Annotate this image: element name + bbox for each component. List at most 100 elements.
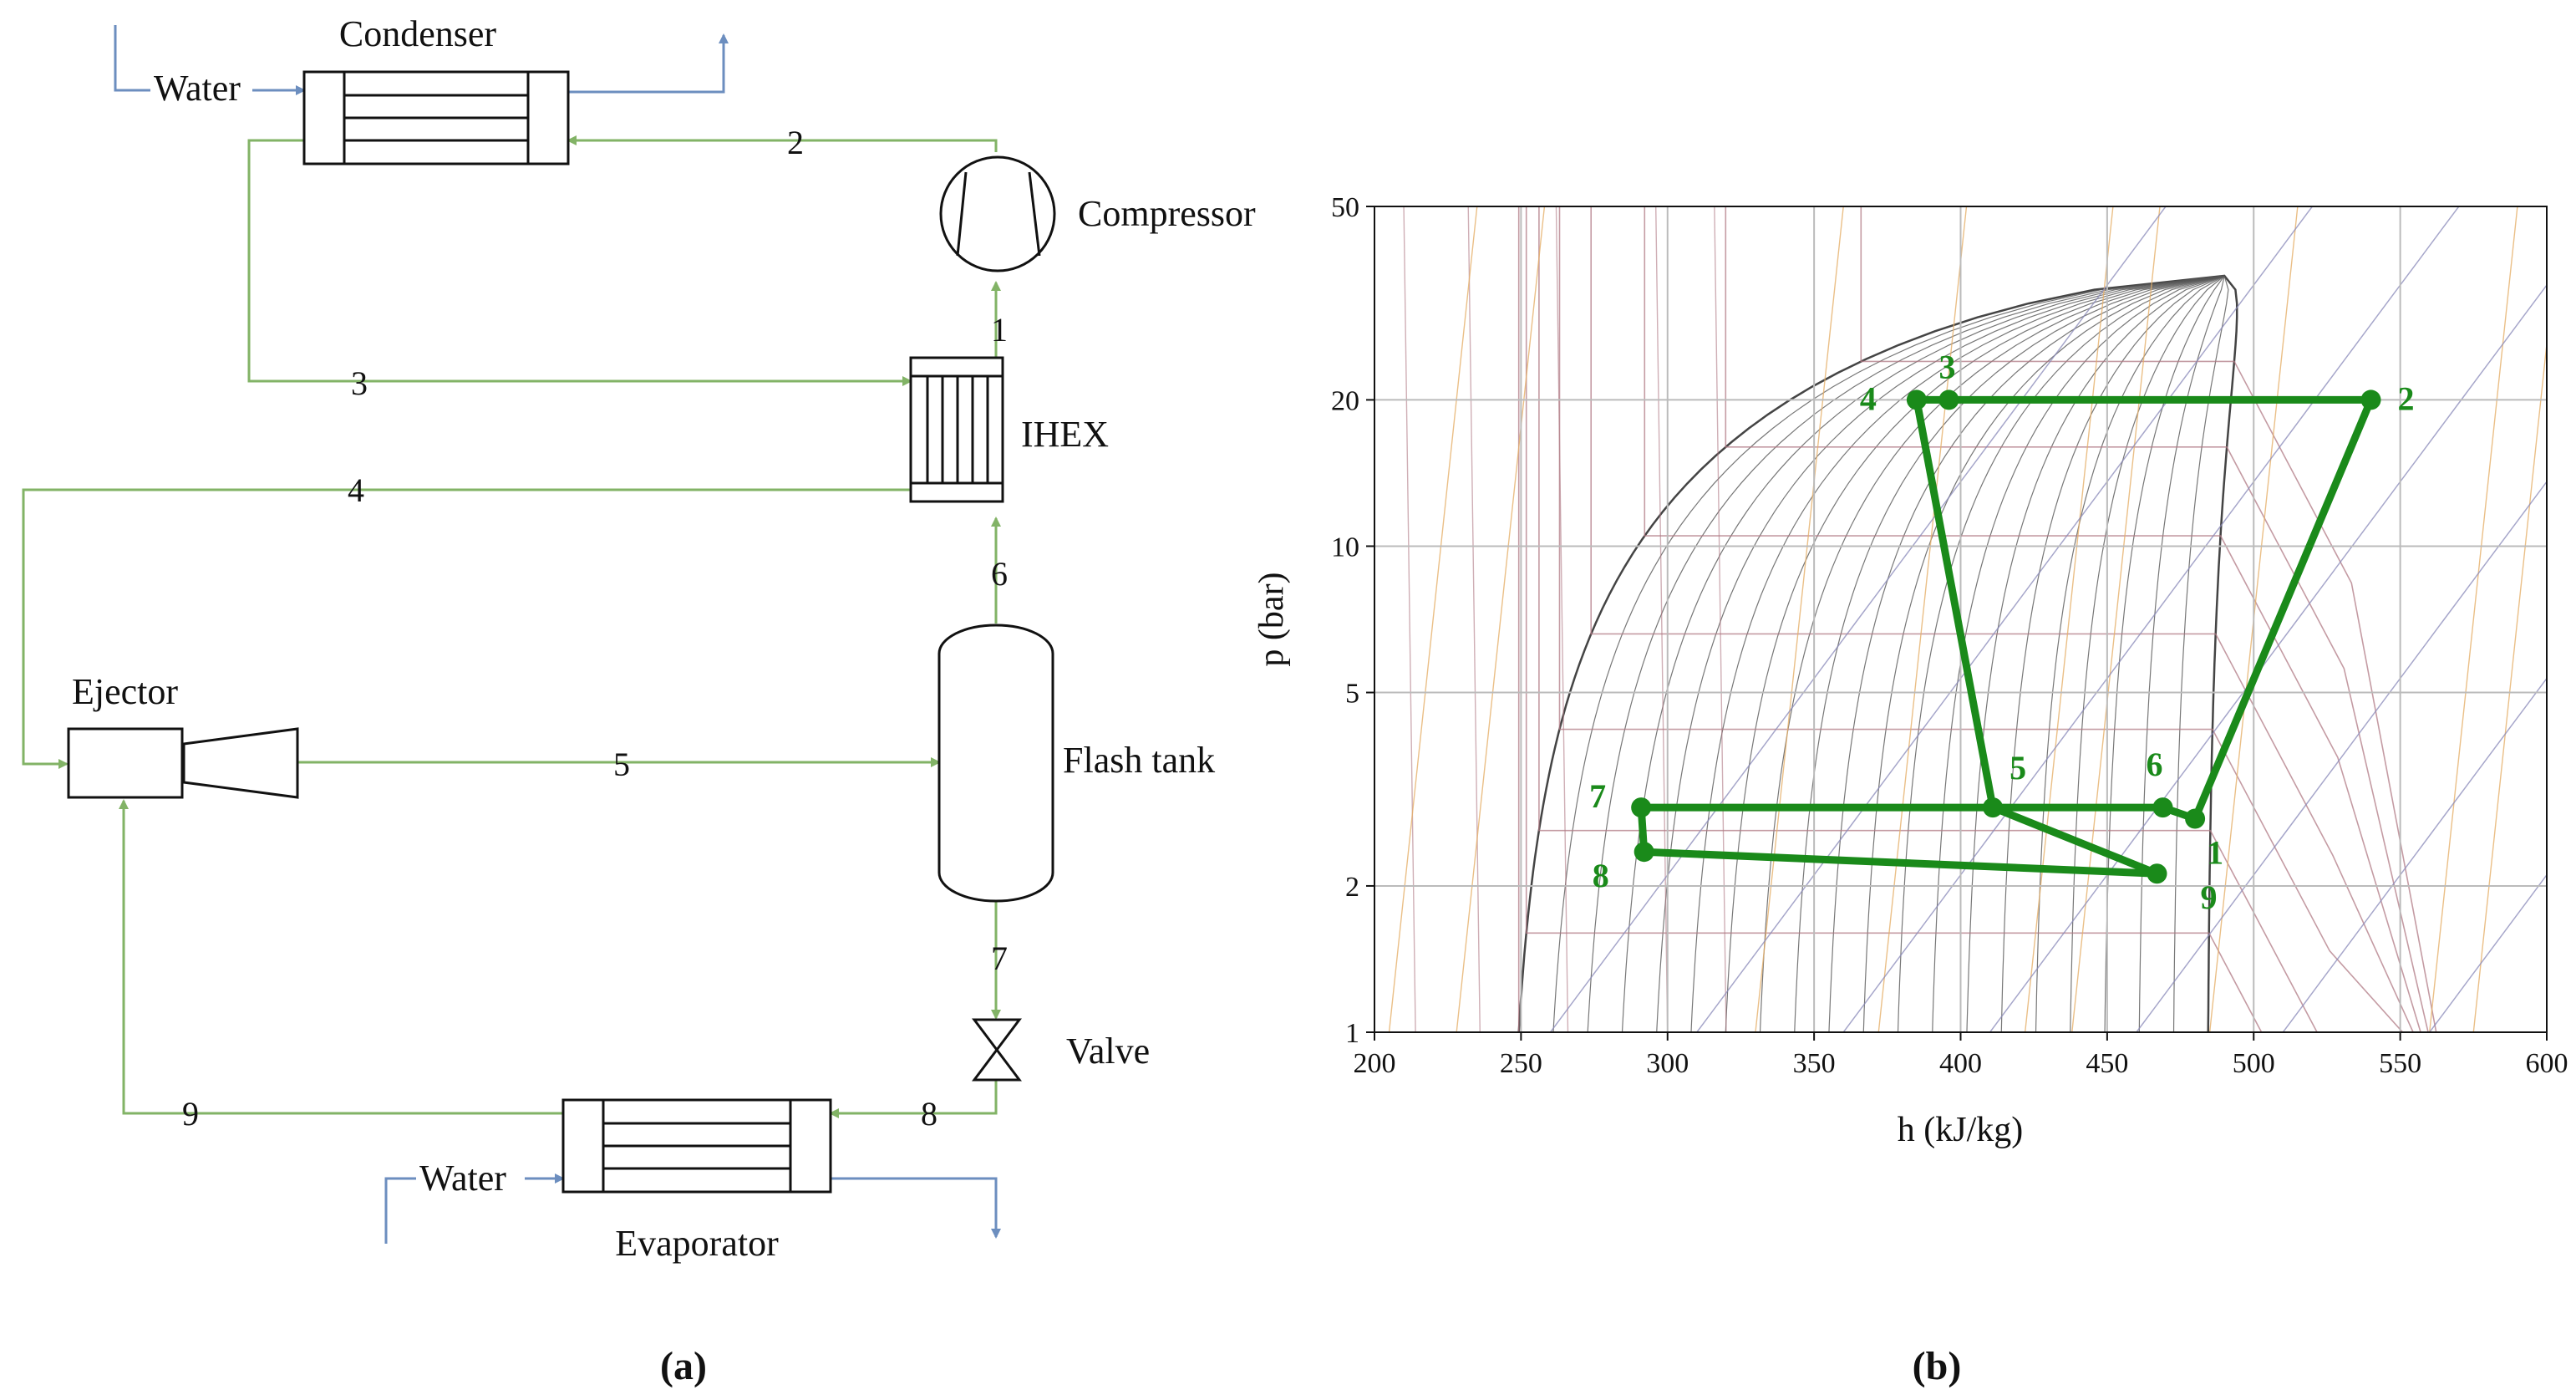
isochore-line — [2071, 206, 2161, 1032]
state-point-label-4: 4 — [1860, 379, 1877, 417]
isotherm-line — [1555, 206, 1569, 1032]
state-point-label-7: 7 — [1589, 777, 1606, 815]
isotherm-line — [1714, 206, 1727, 1032]
isotherm-line — [1538, 206, 2319, 1032]
evaporator — [561, 1098, 832, 1194]
cycle-segment-1-2 — [2191, 395, 2375, 823]
line-9 — [119, 799, 563, 1115]
isotherm-line — [1590, 206, 2414, 1032]
condenser — [302, 70, 570, 165]
quality-line — [2138, 275, 2225, 1032]
isochore-line — [1755, 206, 1844, 1032]
quality-line — [1621, 275, 2225, 1032]
state-6-label: 6 — [991, 555, 1008, 593]
y-tick-label: 10 — [1331, 532, 1359, 563]
x-tick-label: 350 — [1793, 1048, 1836, 1079]
isochore-line — [1456, 206, 1546, 1032]
quality-line — [2172, 275, 2229, 1032]
evaporator-water-outlet-line — [831, 1177, 1001, 1239]
ejector — [67, 727, 299, 799]
x-tick-label: 600 — [2526, 1048, 2568, 1079]
compressor — [939, 155, 1056, 272]
quality-line — [1897, 275, 2225, 1032]
caption-a: (a) — [660, 1344, 707, 1388]
quality-line — [1725, 275, 2225, 1032]
x-tick-label: 550 — [2379, 1048, 2421, 1079]
ejector-label: Ejector — [72, 671, 178, 712]
ihex-label: IHEX — [1021, 414, 1109, 455]
isotherm-line — [1525, 206, 2263, 1032]
state-point-4 — [1906, 389, 1927, 410]
isochore-line — [1877, 206, 1968, 1032]
state-8-label: 8 — [921, 1095, 937, 1133]
condenser-water-label: Water — [154, 68, 241, 109]
state-point-1 — [2185, 808, 2206, 829]
line-4 — [22, 488, 911, 769]
state-point-label-2: 2 — [2398, 379, 2415, 417]
state-point-2 — [2360, 389, 2381, 410]
flash-tank — [937, 624, 1054, 903]
x-tick-label: 200 — [1354, 1048, 1396, 1079]
condenser-water-outlet-line — [568, 33, 729, 94]
y-tick-label: 50 — [1331, 192, 1359, 223]
state-2-label: 2 — [787, 124, 804, 161]
isentrope-line — [1989, 283, 2547, 1032]
x-tick-label: 400 — [1939, 1048, 1982, 1079]
isentrope-line — [2429, 873, 2547, 1032]
isotherm-line — [1860, 206, 2437, 1032]
isochore-line — [2429, 206, 2518, 1032]
isentrope-line — [2136, 481, 2547, 1032]
state-7-label: 7 — [991, 939, 1008, 977]
y-axis-title: p (bar) — [1252, 572, 1291, 666]
state-1-label: 1 — [991, 311, 1008, 349]
expansion-valve — [972, 1018, 1022, 1082]
valve-label: Valve — [1066, 1031, 1150, 1072]
state-point-label-8: 8 — [1593, 857, 1609, 894]
isentrope-line — [1842, 206, 2460, 1032]
y-tick-label: 20 — [1331, 385, 1359, 416]
line-3 — [247, 139, 912, 386]
quality-line — [1690, 275, 2225, 1032]
x-tick-label: 500 — [2233, 1048, 2275, 1079]
isotherm-line — [1655, 206, 1669, 1032]
y-tick-label: 2 — [1345, 872, 1359, 903]
quality-line — [1828, 275, 2225, 1032]
evaporator-water-label: Water — [419, 1158, 506, 1199]
line-8 — [829, 1080, 998, 1118]
evaporator-water-inlet-line — [384, 1177, 416, 1244]
state-point-8 — [1633, 842, 1654, 863]
x-tick-label: 250 — [1500, 1048, 1542, 1079]
flash-tank-label: Flash tank — [1063, 740, 1215, 781]
cycle-segment-9-5 — [1989, 803, 2162, 878]
isochore-line — [2472, 339, 2547, 1032]
state-point-label-9: 9 — [2201, 878, 2218, 916]
state-point-label-5: 5 — [2009, 749, 2026, 787]
x-axis-title: h (kJ/kg) — [1898, 1111, 2024, 1149]
condenser-label: Condenser — [339, 13, 497, 54]
state-4-label: 4 — [348, 471, 364, 509]
evaporator-label: Evaporator — [615, 1223, 779, 1264]
state-5-label: 5 — [613, 746, 630, 783]
state-point-label-3: 3 — [1938, 348, 1955, 385]
y-tick-label: 1 — [1345, 1018, 1359, 1049]
cycle-schematic: Condenser Compressor IHEX Ejector Flash … — [22, 13, 1256, 1388]
ihex — [909, 356, 1004, 503]
state-9-label: 9 — [182, 1095, 199, 1133]
state-point-7 — [1631, 797, 1652, 818]
cycle-points: 1 2 3 4 5 6 7 8 9 — [1589, 348, 2414, 916]
state-point-3 — [1938, 389, 1959, 410]
isochore-line — [1388, 206, 1478, 1032]
state-point-label-6: 6 — [2147, 746, 2163, 783]
state-point-label-1: 1 — [2207, 834, 2223, 872]
cycle-segment-4-5 — [1913, 395, 1997, 812]
compressor-label: Compressor — [1078, 193, 1256, 234]
isotherm-line — [1467, 206, 1481, 1032]
quality-line — [1862, 275, 2225, 1032]
isotherm-line — [1558, 206, 2404, 1032]
caption-b: (b) — [1913, 1344, 1962, 1388]
condenser-water-inlet-line — [114, 25, 150, 92]
property-lines — [1388, 206, 2547, 1032]
quality-line — [1932, 275, 2225, 1032]
isentrope-line — [2282, 677, 2547, 1032]
